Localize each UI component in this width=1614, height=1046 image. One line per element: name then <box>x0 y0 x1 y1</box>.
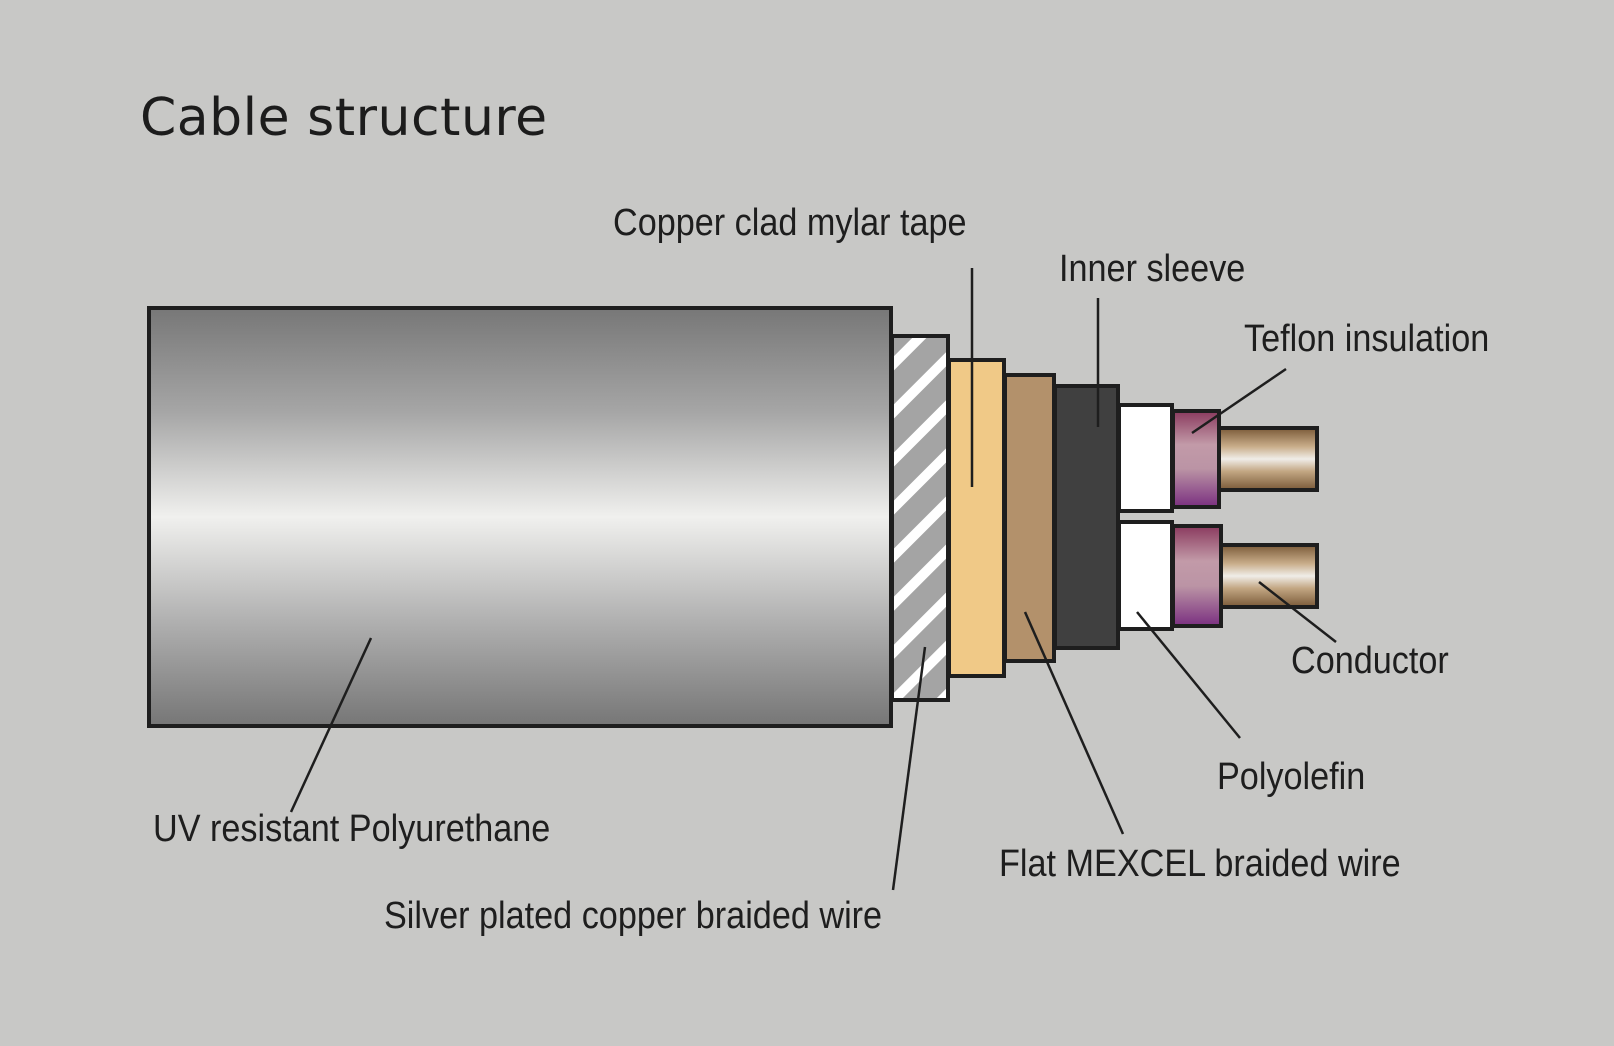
leader-polyolefin <box>1136 611 1241 739</box>
layer-teflon-bottom <box>1171 524 1223 628</box>
label-inner-sleeve: Inner sleeve <box>1059 248 1246 290</box>
layer-conductor-top <box>1217 426 1319 492</box>
leader-mexcel <box>1023 611 1125 835</box>
layer-conductor-bottom <box>1219 543 1319 609</box>
label-jacket: UV resistant Polyurethane <box>153 808 551 850</box>
label-teflon: Teflon insulation <box>1244 318 1490 360</box>
diagram-title: Cable structure <box>140 88 548 148</box>
label-polyolefin: Polyolefin <box>1217 756 1366 798</box>
layer-teflon-top <box>1171 409 1221 509</box>
layer-inner-sleeve <box>1053 384 1120 650</box>
label-mexcel: Flat MEXCEL braided wire <box>999 843 1401 885</box>
layer-polyolefin-bottom <box>1117 520 1174 631</box>
label-braid: Silver plated copper braided wire <box>384 895 883 937</box>
layer-jacket <box>147 306 893 728</box>
layer-polyolefin-top <box>1117 403 1174 513</box>
layer-mexcel <box>1003 373 1056 663</box>
label-mylar: Copper clad mylar tape <box>613 202 967 244</box>
leader-jacket <box>289 637 373 813</box>
layer-mylar <box>947 358 1006 678</box>
leader-braid <box>891 646 927 891</box>
layer-braid <box>890 334 950 702</box>
leader-teflon <box>1191 367 1287 435</box>
leader-conductor <box>1258 581 1337 643</box>
label-conductor: Conductor <box>1291 640 1449 682</box>
